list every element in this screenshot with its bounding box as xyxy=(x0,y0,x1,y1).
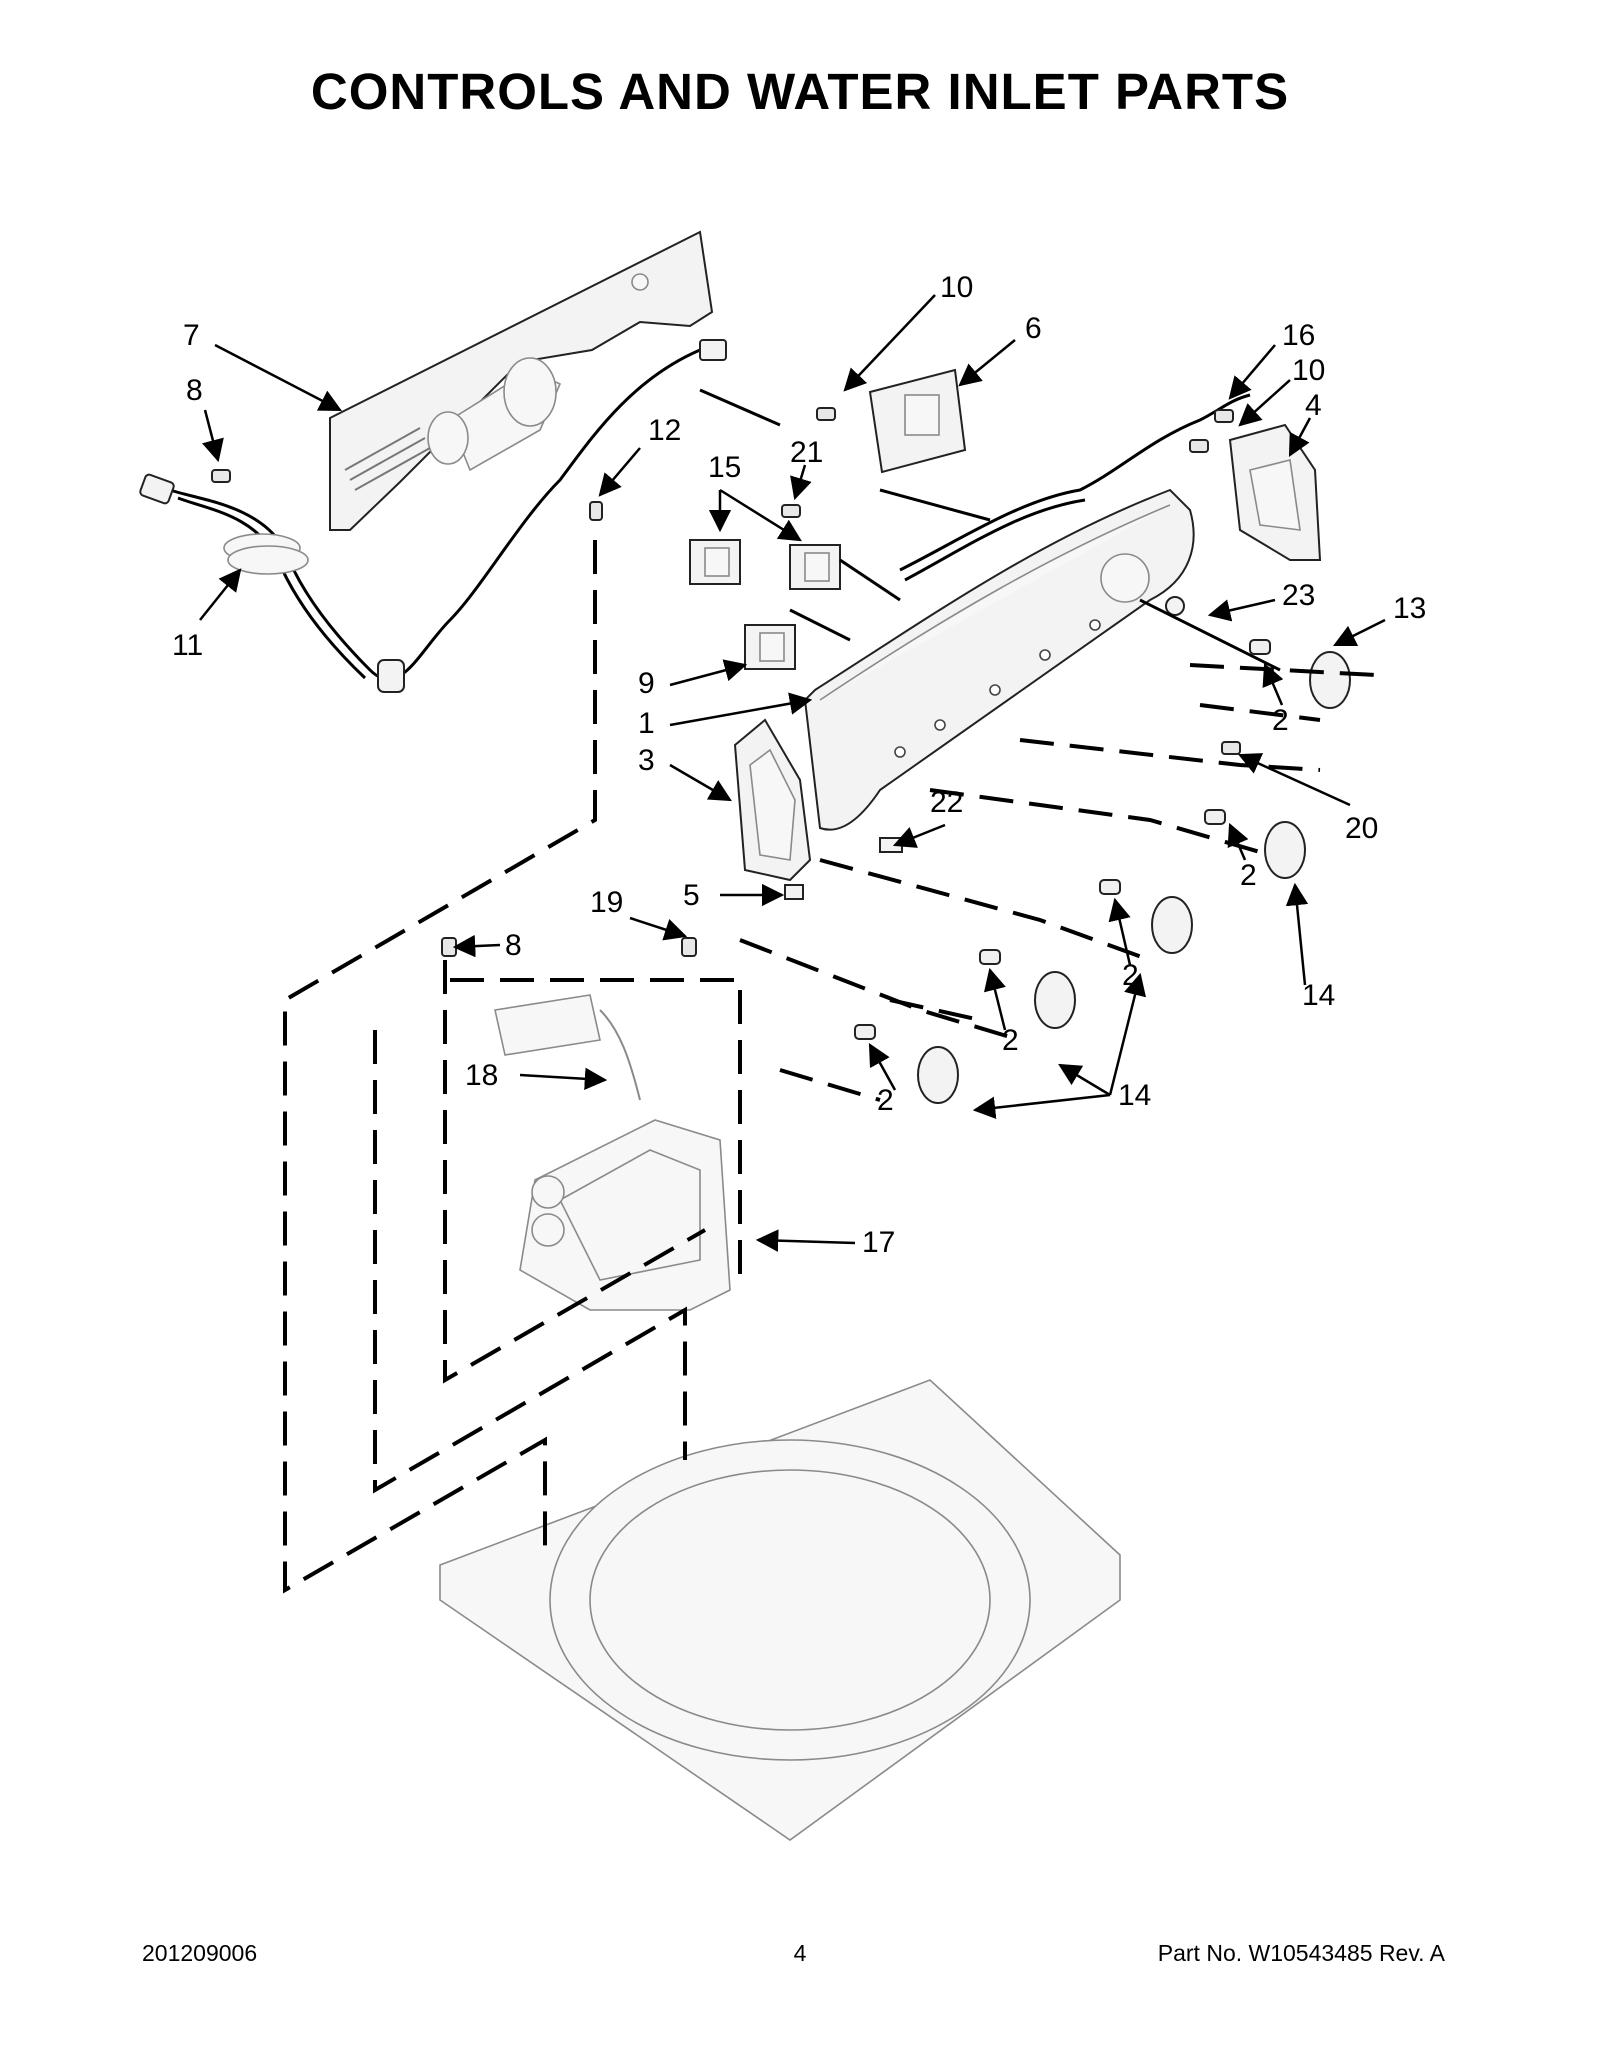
callout-6: 6 xyxy=(1025,312,1042,345)
callout-8-lower: 8 xyxy=(505,929,522,962)
callout-2-right: 2 xyxy=(1240,859,1257,892)
callout-2-middle: 2 xyxy=(1122,959,1139,992)
water-valve-assembly xyxy=(519,1119,731,1311)
callout-2-top-right: 2 xyxy=(1272,704,1289,737)
callout-19: 19 xyxy=(590,886,623,919)
callout-14-bottom: 14 xyxy=(1118,1079,1151,1112)
document-number: 201209006 xyxy=(142,1940,258,1966)
switch-lower xyxy=(744,624,796,670)
screws xyxy=(211,407,1241,957)
callout-7: 7 xyxy=(183,319,200,352)
switch-upper-left xyxy=(689,539,741,585)
callout-11: 11 xyxy=(172,629,203,662)
callout-21: 21 xyxy=(790,436,823,469)
callout-arrows xyxy=(199,294,1386,1252)
callout-16: 16 xyxy=(1282,319,1315,352)
page-number: 4 xyxy=(793,1940,807,1966)
knobs xyxy=(917,651,1351,1104)
callout-20: 20 xyxy=(1345,812,1378,845)
page-title: CONTROLS AND WATER INLET PARTS xyxy=(310,63,1290,120)
part-number: Part No. W10543485 Rev. A xyxy=(1157,1940,1445,1966)
callout-13: 13 xyxy=(1393,592,1426,625)
console-end-cap-left xyxy=(733,718,812,882)
callout-22: 22 xyxy=(930,786,963,819)
water-level-switch-harness xyxy=(494,994,641,1101)
console-end-cap-right xyxy=(1228,423,1322,561)
callout-17: 17 xyxy=(862,1226,895,1259)
power-cord xyxy=(139,339,727,693)
callout-10-upper: 10 xyxy=(940,271,973,304)
knob-couplers xyxy=(854,639,1271,1040)
callout-14-right: 14 xyxy=(1302,979,1335,1012)
leader-lines xyxy=(699,388,1281,672)
callout-23: 23 xyxy=(1282,579,1315,612)
callout-labels: 7 8 11 12 15 21 10 6 16 10 4 23 13 9 1 3… xyxy=(172,271,1426,1259)
callout-1: 1 xyxy=(638,707,655,740)
clip xyxy=(784,884,804,900)
control-board xyxy=(868,368,967,474)
callout-2-left: 2 xyxy=(877,1084,894,1117)
callout-4: 4 xyxy=(1305,389,1322,422)
console-lens xyxy=(879,837,903,853)
callout-2-center: 2 xyxy=(1002,1024,1019,1057)
washer-top-panel xyxy=(439,1379,1121,1841)
callout-9: 9 xyxy=(638,667,655,700)
callout-8: 8 xyxy=(186,374,203,407)
callout-5: 5 xyxy=(683,879,700,912)
callout-12: 12 xyxy=(648,414,681,447)
callout-3: 3 xyxy=(638,744,655,777)
callout-15: 15 xyxy=(708,451,741,484)
switch-upper-right xyxy=(789,544,841,590)
console xyxy=(803,488,1195,831)
callout-18: 18 xyxy=(465,1059,498,1092)
console-back-panel xyxy=(329,230,714,531)
callout-10-right: 10 xyxy=(1292,354,1325,387)
